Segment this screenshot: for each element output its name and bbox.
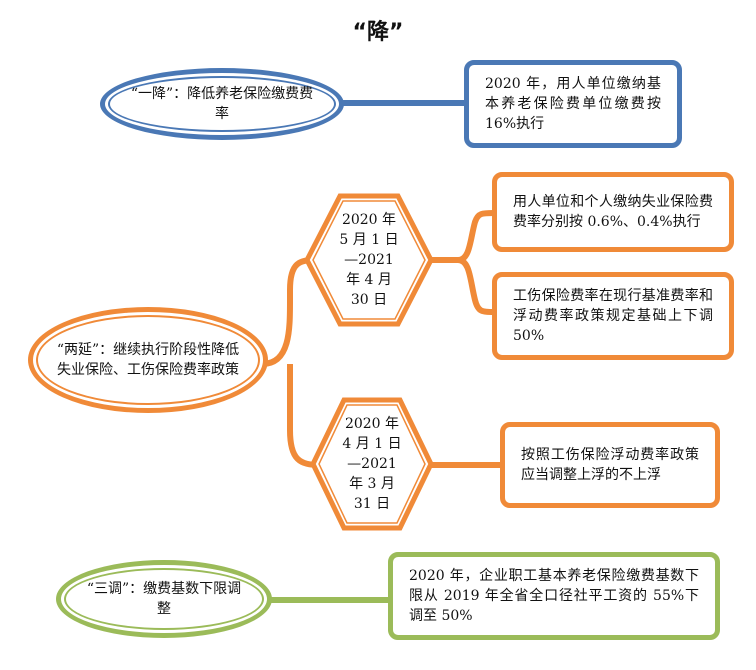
period-a-label: 2020 年 5 月 1 日—2021 年 4 月 30 日 [339,212,399,308]
ellipse-inner-ring [64,568,264,630]
section-one-label: “一降”：降低养老保险缴费费率 [130,86,314,122]
section-three-label: “三调”：缴费基数下限调整 [86,581,242,617]
hexagon-shape [310,397,434,531]
period-b-detail: 按照工伤保险浮动费率政策应当调整上浮的不上浮 [521,447,699,483]
period-a-detail-2: 工伤保险费率在现行基准费率和浮动费率政策规定基础上下调 50% [513,288,713,344]
section-three-detail: 2020 年，企业职工基本养老保险缴费基数下限从 2019 年全省全口径社平工资… [409,568,699,624]
section-one-detail-box: 2020 年，用人单位缴纳基本养老保险费单位缴费按 16%执行 [464,60,682,148]
connector-two-trunk [261,257,321,468]
connector-period-a [430,210,495,315]
section-one-ellipse: “一降”：降低养老保险缴费费率 [100,68,344,140]
section-two-label: “两延”：继续执行阶段性降低失业保险、工伤保险费率政策 [56,342,240,378]
period-b-detail-box: 按照工伤保险浮动费率政策应当调整上浮的不上浮 [500,422,720,508]
period-b-hexagon: 2020 年 4 月 1 日—2021 年 3 月 31 日 [310,396,434,532]
period-a-hexagon: 2020 年 5 月 1 日—2021 年 4 月 30 日 [304,192,434,328]
period-a-detail-1: 用人单位和个人缴纳失业保险费费率分别按 0.6%、0.4%执行 [513,194,713,230]
period-a-detail-2-box: 工伤保险费率在现行基准费率和浮动费率政策规定基础上下调 50% [492,272,734,360]
section-three-ellipse: “三调”：缴费基数下限调整 [56,560,272,638]
period-b-label: 2020 年 4 月 1 日—2021 年 3 月 31 日 [342,416,402,512]
page-title: “降” [352,20,404,45]
hexagon-shape [304,193,434,327]
period-a-detail-1-box: 用人单位和个人缴纳失业保险费费率分别按 0.6%、0.4%执行 [492,172,734,252]
ellipse-inner-ring [36,315,260,405]
ellipse-inner-ring [108,76,336,132]
section-one-detail: 2020 年，用人单位缴纳基本养老保险费单位缴费按 16%执行 [485,76,661,132]
section-two-ellipse: “两延”：继续执行阶段性降低失业保险、工伤保险费率政策 [28,307,268,413]
section-three-detail-box: 2020 年，企业职工基本养老保险缴费基数下限从 2019 年全省全口径社平工资… [388,552,720,640]
